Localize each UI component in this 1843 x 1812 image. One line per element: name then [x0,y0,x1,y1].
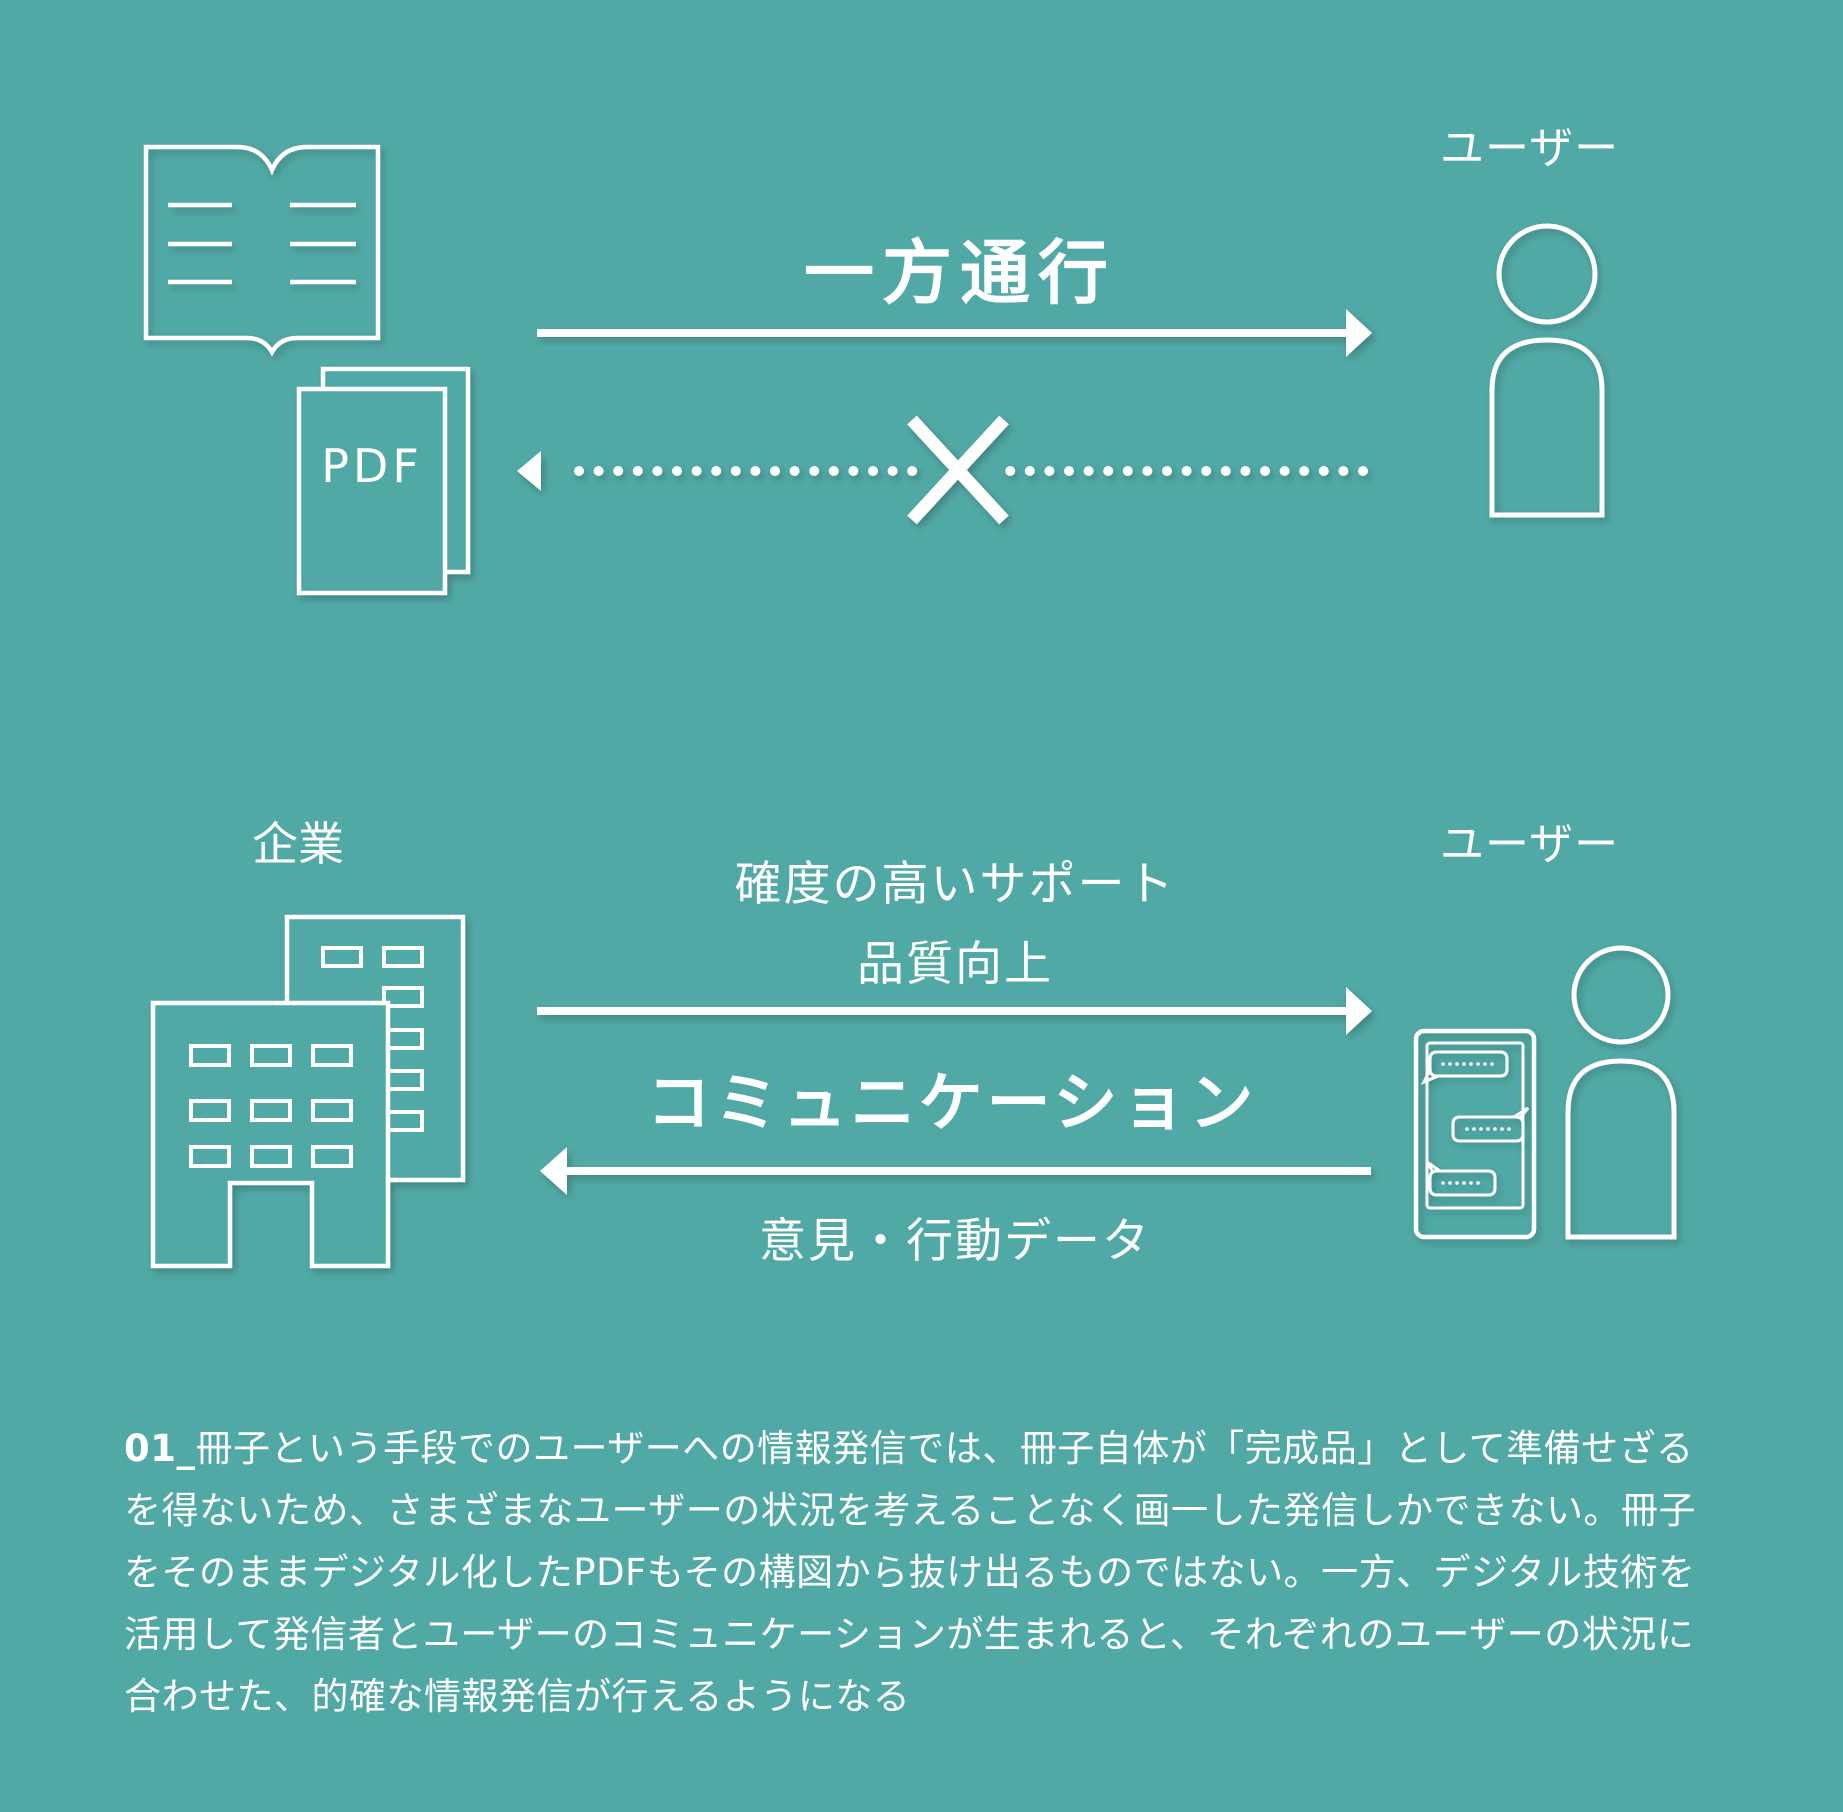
data-return-arrow [540,1147,1371,1195]
dotted-line-dot [1181,466,1192,476]
dotted-line-dot [730,466,741,476]
support-arrow [537,987,1372,1035]
dotted-line-dot [1005,466,1016,476]
dotted-line-dot [868,466,878,476]
dotted-line-dot [1220,466,1231,476]
dotted-line-dot [848,466,859,476]
pdf-label: PDF [321,439,423,493]
dotted-line-dot [1358,466,1368,476]
dotted-line-dot [1103,466,1114,476]
dotted-line-dot [750,466,761,476]
dotted-line-dot [887,466,898,476]
dotted-line-dot [770,466,780,476]
dotted-line-dot [789,466,800,476]
dotted-line-dot [691,466,702,476]
dotted-line-dot [1083,466,1094,476]
dotted-line-dot [1044,466,1055,476]
pdf-document-icon: PDF [296,366,471,596]
dotted-line-dot [1122,466,1133,476]
user-label-bottom: ユーザー [1440,819,1620,870]
user-label-top: ユーザー [1440,123,1620,174]
dotted-line-dot [1142,466,1153,476]
caption-text: 冊子という手段でのユーザーへの情報発信では、冊子自体が「完成品」として準備せざる… [124,1427,1697,1718]
dotted-line-dot [1279,466,1290,476]
dotted-line-dot [632,466,643,476]
building-icon [150,914,466,1269]
dotted-line-dot [1064,466,1074,476]
smartphone-chat-icon [1413,1028,1537,1240]
dotted-line-dot [1024,466,1035,476]
support-label: 確度の高いサポート [734,857,1176,912]
oneway-title: 一方通行 [804,232,1116,314]
dotted-line-dot [907,466,918,476]
dotted-line-dot [809,466,820,476]
dotted-line-dot [652,466,663,476]
dotted-line-dot [1338,466,1349,476]
dotted-line-dot [593,466,604,476]
dotted-line-dot [672,466,682,476]
dotted-line-dot [1260,466,1270,476]
dotted-line-dot [613,466,624,476]
feedback-data-label: 意見・行動データ [759,1214,1151,1269]
caption-number: 01_ [124,1427,196,1470]
dotted-line-dot [574,466,584,476]
oneway-arrow [537,309,1372,357]
dotted-line-dot [1201,466,1212,476]
blocked-return-arrow [517,451,1368,491]
cross-icon [907,415,1009,525]
user-icon-top [1489,223,1605,518]
dotted-line-dot [1162,466,1172,476]
quality-label: 品質向上 [857,937,1053,992]
communication-title: コミュニケーション [646,1067,1258,1141]
dotted-line-dot [1299,466,1310,476]
caption: 01_冊子という手段でのユーザーへの情報発信では、冊子自体が「完成品」として準備… [124,1418,1724,1728]
book-icon [143,144,381,357]
dotted-line-dot [1240,466,1251,476]
company-label: 企業 [252,817,344,871]
user-icon-bottom [1565,945,1677,1240]
dotted-line-dot [1318,466,1329,476]
dotted-line-dot [828,466,839,476]
dotted-line-dot [711,466,722,476]
